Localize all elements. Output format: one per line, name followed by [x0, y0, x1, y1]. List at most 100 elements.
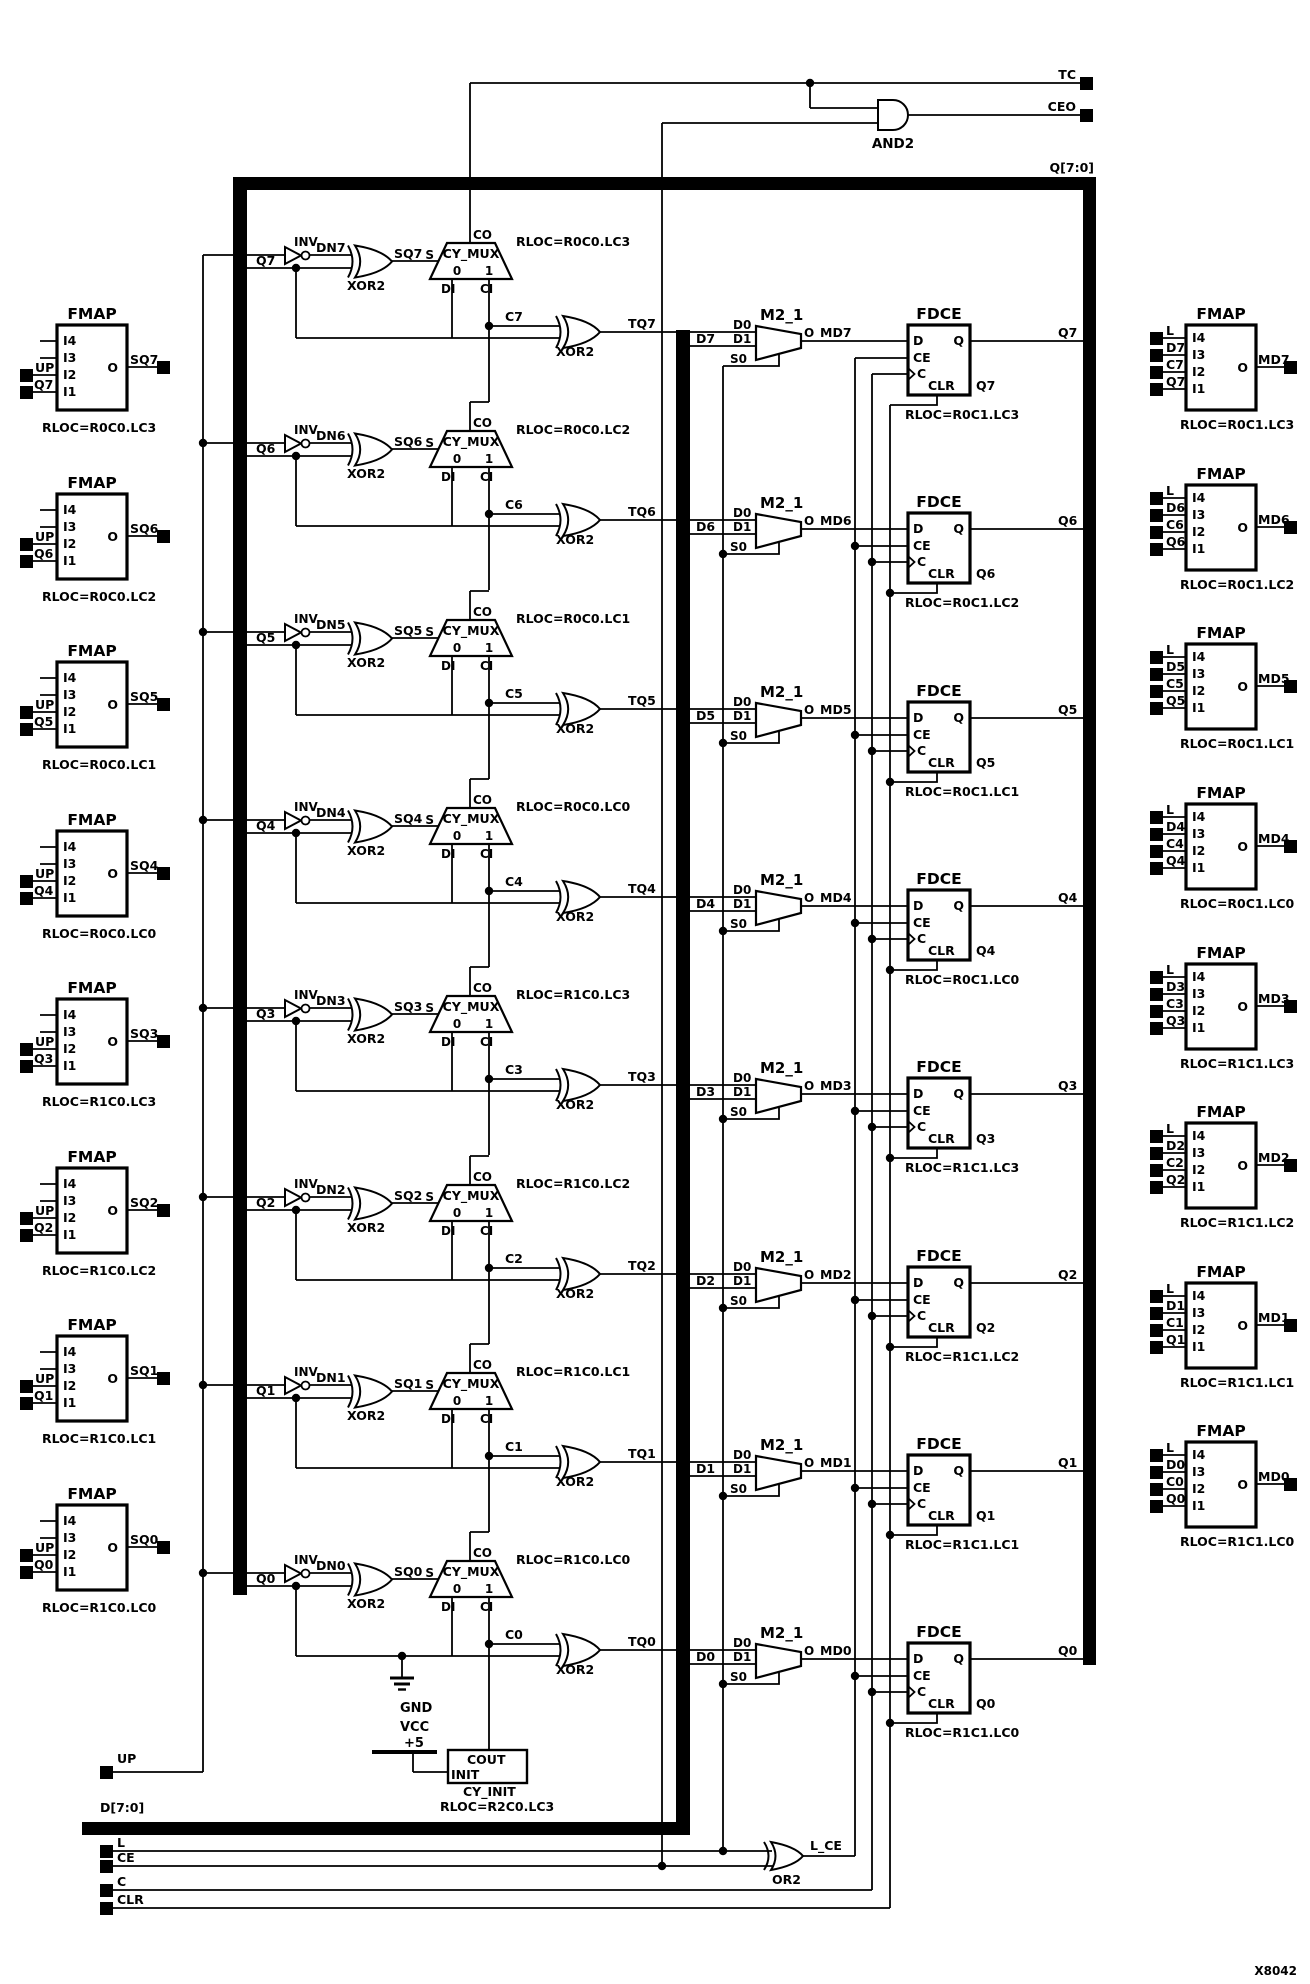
- c-pin-label: C5: [1166, 676, 1184, 691]
- inv-bubble: [300, 1380, 311, 1391]
- fmap-left-block-bit7: [55, 323, 129, 412]
- pin-1: 1: [485, 1582, 493, 1596]
- m2-1-title: M2_1: [760, 1624, 803, 1642]
- q-pin-label2: Q3: [1166, 1013, 1185, 1028]
- xor2-gate-tq: [560, 879, 602, 915]
- pin-i1: I1: [63, 553, 76, 568]
- xor2-gate-sq-rear: [347, 622, 354, 655]
- m2-1-block: [754, 1266, 803, 1304]
- pin-i1r: I1: [1192, 860, 1205, 875]
- pin-q: Q: [953, 898, 964, 913]
- fdce-clock-wedge: [907, 932, 916, 946]
- inv-label: INV: [294, 800, 319, 814]
- fdce-rloc: RLOC=R1C1.LC1: [905, 1537, 1019, 1552]
- md-net-label: MD2: [820, 1267, 852, 1282]
- tq-net-label: TQ6: [628, 504, 656, 519]
- pin-co: CO: [473, 605, 492, 619]
- l-pin-label: L: [1166, 323, 1174, 338]
- pin-i3: I3: [63, 1361, 76, 1376]
- pin-clr: CLR: [928, 1508, 955, 1523]
- tq-net-label: TQ4: [628, 881, 656, 896]
- d-pin-label: D1: [1166, 1298, 1185, 1313]
- xor2-gate-sq-rear: [347, 1563, 354, 1596]
- pin-clr: CLR: [928, 1696, 955, 1711]
- pin-di: DI: [441, 1600, 455, 1614]
- q-pin-label2: Q1: [1166, 1332, 1185, 1347]
- pin-i3: I3: [63, 1024, 76, 1039]
- d-net-label: D0: [696, 1649, 715, 1664]
- pin-i3r: I3: [1192, 1464, 1205, 1479]
- q-pin-label2: Q6: [1166, 534, 1186, 549]
- c-pin: [100, 1884, 113, 1897]
- m2-1-title: M2_1: [760, 494, 803, 512]
- junction-dot: [718, 926, 728, 936]
- xor2-gate-tq: [560, 1632, 602, 1668]
- pin-clr: CLR: [928, 943, 955, 958]
- q-pin-label2: Q7: [1166, 374, 1185, 389]
- fmap-left-title: FMAP: [67, 1485, 116, 1503]
- pin-co: CO: [473, 981, 492, 995]
- fdce-instance-label: Q7: [976, 378, 995, 393]
- xor2-label: XOR2: [347, 1031, 385, 1046]
- fmap-left-block-bit3: [55, 997, 129, 1086]
- xor2-label: XOR2: [347, 466, 385, 481]
- fmap-right-title: FMAP: [1196, 465, 1245, 483]
- pin-ce: CE: [913, 1292, 931, 1307]
- junction-dot: [718, 549, 728, 559]
- pin-s: S: [425, 625, 434, 639]
- fmap-right-rloc: RLOC=R0C1.LC2: [1180, 577, 1294, 592]
- lce-label: L_CE: [810, 1838, 842, 1854]
- pin-i1: I1: [63, 890, 76, 905]
- l-pin-label: L: [1166, 642, 1174, 657]
- l-label: L: [117, 1835, 125, 1850]
- q-terminal: [20, 555, 33, 568]
- fmap-right-rloc: RLOC=R0C1.LC0: [1180, 896, 1294, 911]
- pin-s: S: [425, 1190, 434, 1204]
- dn-net-label: DN2: [316, 1182, 346, 1197]
- pin-i4: I4: [63, 1176, 77, 1191]
- fmap-left-rloc: RLOC=R0C0.LC0: [42, 926, 156, 941]
- c-pin-label: C4: [1166, 836, 1184, 851]
- cy-mux-block: [428, 429, 514, 469]
- s0-wire: [723, 919, 780, 932]
- xor2-gate-sq: [352, 621, 394, 656]
- q-terminal2: [1150, 1022, 1163, 1035]
- l-terminal: [1150, 332, 1163, 345]
- pin-s: S: [425, 436, 434, 450]
- m2-1-title: M2_1: [760, 683, 803, 701]
- l-terminal: [1150, 492, 1163, 505]
- pin-0: 0: [453, 452, 461, 466]
- pin-q: Q: [953, 1463, 964, 1478]
- q-tap-label: Q2: [256, 1195, 275, 1210]
- pin-o: O: [107, 1034, 118, 1049]
- junction-dot: [867, 557, 877, 567]
- m2-1-title: M2_1: [760, 1248, 803, 1266]
- pin-ce: CE: [913, 915, 931, 930]
- pin-1: 1: [485, 1017, 493, 1031]
- sq-net-label2: SQ1: [394, 1376, 422, 1391]
- pin-or: O: [1237, 1318, 1248, 1333]
- dn-net-label: DN7: [316, 240, 346, 255]
- pin-i1r: I1: [1192, 1179, 1205, 1194]
- pin-d0: D0: [733, 1260, 751, 1274]
- pin-clr: CLR: [928, 1131, 955, 1146]
- pin-d: D: [913, 898, 923, 913]
- pin-1: 1: [485, 264, 493, 278]
- md-terminal: [1284, 840, 1297, 853]
- d-terminal: [1150, 1307, 1163, 1320]
- d-pin-label: D5: [1166, 659, 1185, 674]
- q-terminal: [20, 1566, 33, 1579]
- pin-or: O: [1237, 679, 1248, 694]
- pin-c: C: [917, 1308, 926, 1323]
- c-terminal: [1150, 1483, 1163, 1496]
- xor2-gate-sq: [352, 1562, 394, 1597]
- d-pin-label: D2: [1166, 1138, 1185, 1153]
- pin-ce: CE: [913, 350, 931, 365]
- clr-pin: [100, 1902, 113, 1915]
- md-terminal: [1284, 1159, 1297, 1172]
- pin-or: O: [1237, 520, 1248, 535]
- s0-wire: [723, 354, 780, 367]
- fmap-left-title: FMAP: [67, 474, 116, 492]
- inv-bubble: [300, 1003, 311, 1014]
- fdce-clock-wedge: [907, 1120, 916, 1134]
